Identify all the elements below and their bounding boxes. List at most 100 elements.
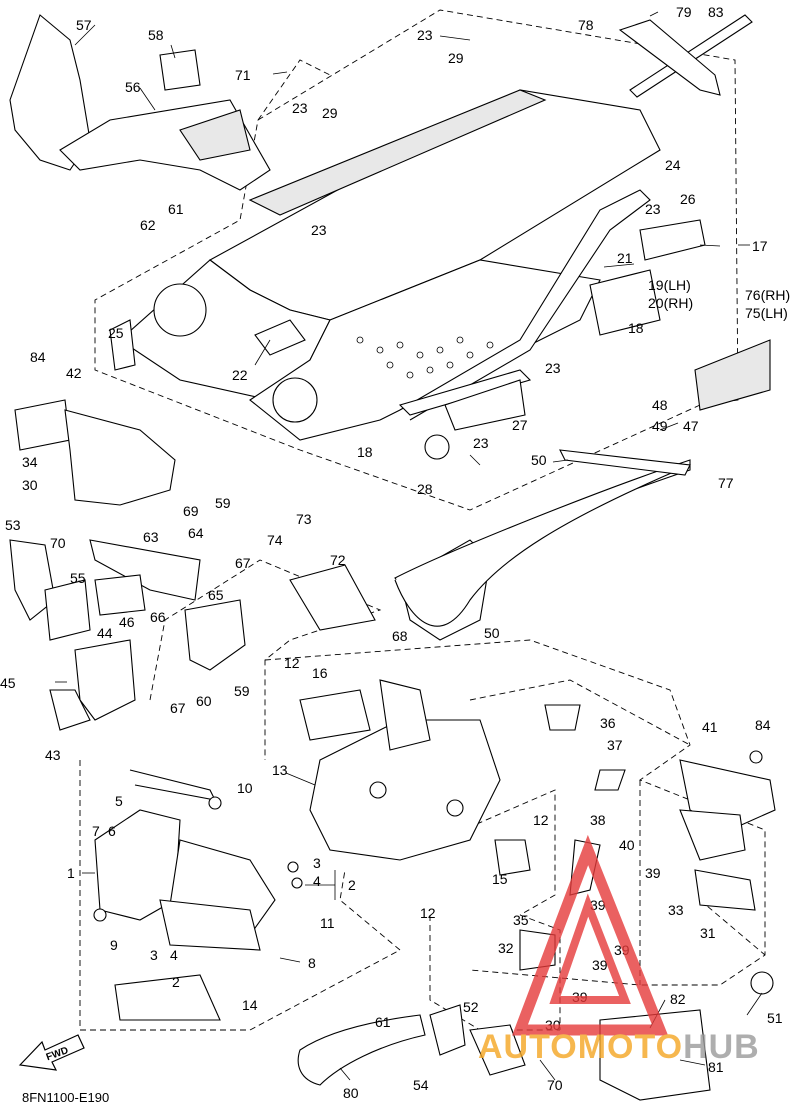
callout-70: 70 [50, 535, 66, 551]
callout-17: 17 [752, 238, 768, 254]
callout-54: 54 [413, 1077, 429, 1093]
callout-67: 67 [170, 700, 186, 716]
callout-15: 15 [492, 871, 508, 887]
callout-53: 53 [5, 517, 21, 533]
callout-48: 48 [652, 397, 668, 413]
callout-46: 46 [119, 614, 135, 630]
callout-76rh: 76(RH) [745, 287, 790, 303]
callout-61: 61 [168, 201, 184, 217]
diagram-code: 8FN1100-E190 [22, 1090, 109, 1105]
callout-47: 47 [683, 418, 699, 434]
watermark-triangle-icon [512, 834, 669, 1036]
callout-58: 58 [148, 27, 164, 43]
callout-43: 43 [45, 747, 61, 763]
callout-79: 79 [676, 4, 692, 20]
callout-81: 81 [708, 1059, 724, 1075]
main-frame-assembly [109, 89, 706, 460]
callout-3: 3 [150, 947, 158, 963]
callout-67: 67 [235, 555, 251, 571]
callout-75lh: 75(LH) [745, 305, 788, 321]
callout-21: 21 [617, 250, 633, 266]
rear-rod-assembly [618, 14, 753, 98]
callout-12: 12 [533, 812, 549, 828]
callout-18: 18 [357, 444, 373, 460]
callout-4: 4 [313, 873, 321, 889]
front-frame-assembly [9, 14, 271, 191]
callout-2: 2 [172, 974, 180, 990]
callout-64: 64 [188, 525, 204, 541]
callout-37: 37 [607, 737, 623, 753]
callout-20rh: 20(RH) [648, 295, 693, 311]
callout-16: 16 [312, 665, 328, 681]
callout-84: 84 [30, 349, 46, 365]
callout-5: 5 [115, 793, 123, 809]
callout-74: 74 [267, 532, 283, 548]
callout-7: 7 [92, 823, 100, 839]
callout-45: 45 [0, 675, 16, 691]
callout-73: 73 [296, 511, 312, 527]
callout-78: 78 [578, 17, 594, 33]
callout-42: 42 [66, 365, 82, 381]
callout-23: 23 [311, 222, 327, 238]
callout-34: 34 [22, 454, 38, 470]
callout-52: 52 [463, 999, 479, 1015]
callout-41: 41 [702, 719, 718, 735]
callout-39: 31 [700, 925, 716, 941]
callout-4: 4 [170, 947, 178, 963]
callout-8: 8 [308, 955, 316, 971]
watermark-triangle-inner-icon [549, 893, 631, 1004]
callout-25: 25 [108, 325, 124, 341]
callout-24: 24 [665, 157, 681, 173]
callout-26: 26 [680, 191, 696, 207]
callout-12: 12 [420, 905, 436, 921]
callout-6: 6 [108, 823, 116, 839]
callout-22: 22 [232, 367, 248, 383]
callout-55: 55 [70, 570, 86, 586]
callout-44: 44 [97, 625, 113, 641]
callout-32: 32 [498, 940, 514, 956]
callout-23: 23 [292, 100, 308, 116]
callout-27: 27 [512, 417, 528, 433]
callout-50: 50 [531, 452, 547, 468]
callout-23: 23 [645, 201, 661, 217]
callout-13: 13 [272, 762, 288, 778]
callout-80: 80 [343, 1085, 359, 1101]
callout-38: 38 [590, 812, 606, 828]
callout-10: 10 [237, 780, 253, 796]
callout-12: 12 [284, 655, 300, 671]
callout-68: 68 [392, 628, 408, 644]
callout-72: 72 [330, 552, 346, 568]
callout-23: 23 [417, 27, 433, 43]
left-bracket-assembly [9, 399, 246, 731]
callout-51: 51 [767, 1010, 783, 1026]
callout-30: 30 [22, 477, 38, 493]
callout-83: 83 [708, 4, 724, 20]
callout-28: 28 [417, 481, 433, 497]
callout-11: 11 [320, 915, 335, 931]
callout-29: 29 [322, 105, 338, 121]
callout-35: 35 [513, 912, 529, 928]
callout-70: 70 [547, 1077, 563, 1093]
callout-33: 33 [668, 902, 684, 918]
callout-49: 49 [652, 418, 668, 434]
callout-39: 39 [592, 957, 608, 973]
callout-69: 69 [183, 503, 199, 519]
callout-63: 63 [143, 529, 159, 545]
callout-65: 65 [208, 587, 224, 603]
callout-84: 84 [755, 717, 771, 733]
watermark-logo: AUTOMOTOHUB [478, 834, 759, 1066]
callout-50: 50 [484, 625, 500, 641]
callout-61: 61 [375, 1014, 391, 1030]
leader-lines [55, 11, 763, 1081]
callout-56: 56 [125, 79, 141, 95]
callout-19lh: 19(LH) [648, 277, 691, 293]
callout-59: 59 [234, 683, 250, 699]
callout-62: 62 [140, 217, 156, 233]
callout-29: 29 [448, 50, 464, 66]
callout-23: 23 [545, 360, 561, 376]
callout-9: 9 [110, 937, 118, 953]
fwd-arrow: FWD [18, 1034, 85, 1071]
callout-36: 36 [600, 715, 616, 731]
front-bumper-assembly [394, 449, 691, 627]
